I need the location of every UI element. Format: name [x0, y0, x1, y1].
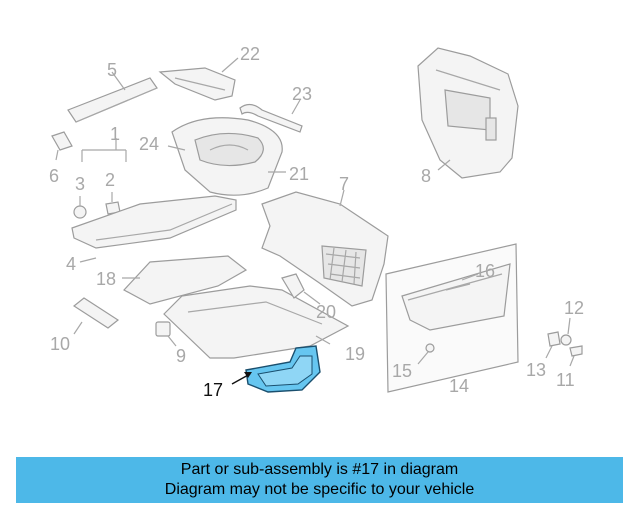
part-12-clip: [560, 317, 572, 346]
part-2-clip: [105, 192, 121, 215]
info-banner: Part or sub-assembly is #17 in diagram D…: [16, 457, 623, 503]
part-21-spare-tray: [167, 117, 286, 196]
callout-13: 13: [526, 360, 546, 380]
callout-5: 5: [107, 60, 117, 80]
callout-1: 1: [110, 124, 120, 144]
part-6-clip: [51, 131, 73, 161]
callout-19: 19: [345, 344, 365, 364]
part-10-sill: [72, 297, 120, 335]
callout-7: 7: [339, 174, 349, 194]
callout-18: 18: [96, 269, 116, 289]
callout-15: 15: [392, 361, 412, 381]
part-9-pocket: [155, 321, 177, 347]
banner-line-1: Part or sub-assembly is #17 in diagram: [180, 461, 459, 478]
banner-line-2: Diagram may not be specific to your vehi…: [164, 481, 475, 498]
callout-3: 3: [75, 174, 85, 194]
part-23-handle: [239, 99, 303, 133]
part-13-clip: [545, 331, 561, 359]
part-19-trunk-mat: [163, 285, 350, 359]
part-8-side-panel: [417, 47, 519, 179]
leader-1: [81, 138, 127, 162]
callout-17: 17: [203, 380, 223, 400]
part-20-bracket: [281, 273, 321, 305]
callout-16: 16: [475, 261, 495, 281]
part-18-floor-board: [122, 255, 248, 305]
part-11-clip: [569, 345, 583, 367]
part-7-quarter-trim: [261, 189, 389, 307]
callout-9: 9: [176, 346, 186, 366]
callout-4: 4: [66, 254, 76, 274]
callout-22: 22: [240, 44, 260, 64]
callout-2: 2: [105, 170, 115, 190]
part-5-shelf-strip: [67, 71, 158, 123]
callout-21: 21: [289, 164, 309, 184]
callout-8: 8: [421, 166, 431, 186]
callout-10: 10: [50, 334, 70, 354]
callout-14: 14: [449, 376, 469, 396]
callout-20: 20: [316, 302, 336, 322]
parts-diagram: 5 22 23 24 21 1 6 3 2 8 7 4 18 16 20 12 …: [49, 44, 584, 400]
callout-11: 11: [556, 370, 575, 390]
callout-24: 24: [139, 134, 159, 154]
part-14-panel-box: [385, 243, 519, 393]
part-4-rear-shelf: [71, 195, 237, 263]
callout-23: 23: [292, 84, 312, 104]
part-3-clip: [73, 196, 87, 219]
callout-6: 6: [49, 166, 59, 186]
part-22-jack: [158, 57, 239, 101]
part-17-highlighted: [231, 345, 321, 393]
callout-12: 12: [564, 298, 584, 318]
